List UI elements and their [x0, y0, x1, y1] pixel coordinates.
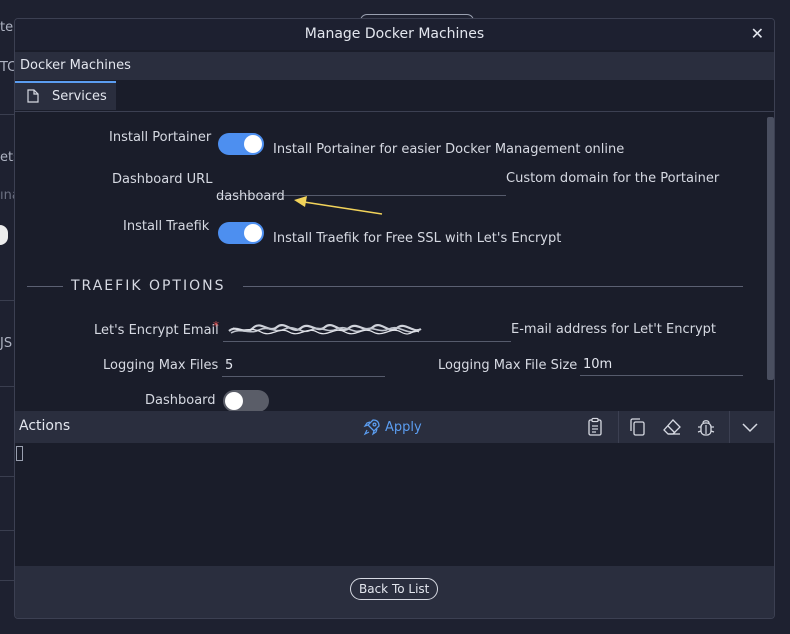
background-divider [0, 386, 14, 387]
back-to-list-button[interactable]: Back To List [350, 578, 439, 600]
toolbar-separator [618, 411, 619, 443]
background-text: te [0, 20, 14, 35]
background-divider [0, 114, 14, 115]
close-icon[interactable]: ✕ [750, 24, 764, 43]
install-traefik-label: Install Traefik [123, 219, 210, 234]
actions-output[interactable] [15, 443, 774, 566]
logging-max-files-label: Logging Max Files [103, 358, 219, 373]
annotation-arrow-icon [294, 196, 383, 215]
dashboard-toggle[interactable] [223, 390, 269, 412]
background-toggle [0, 225, 8, 245]
section-divider-right [243, 286, 743, 287]
tab-label: Services [52, 89, 107, 104]
install-traefik-help: Install Traefik for Free SSL with Let's … [273, 231, 562, 246]
eraser-icon[interactable] [662, 417, 684, 437]
background-divider [0, 580, 14, 581]
redacted-scribble-icon [228, 324, 422, 335]
required-mark: * [213, 319, 219, 333]
dashboard-url-help: Custom domain for the Portainer [506, 171, 720, 186]
section-divider-left [27, 286, 63, 287]
dialog-header: Manage Docker Machines ✕ [15, 19, 774, 50]
install-portainer-label: Install Portainer [109, 130, 212, 145]
clipboard-icon[interactable] [585, 417, 607, 437]
dashboard-url-input[interactable] [218, 176, 506, 196]
logging-max-file-size-label: Logging Max File Size [438, 358, 578, 373]
copy-icon[interactable] [627, 417, 649, 437]
logging-max-file-size-input[interactable] [580, 354, 743, 376]
file-icon [27, 89, 39, 103]
background-divider [0, 476, 14, 477]
logging-max-files-input[interactable] [222, 355, 385, 377]
dialog-title: Manage Docker Machines [304, 26, 485, 42]
install-portainer-toggle[interactable] [218, 133, 264, 155]
dashboard-url-label: Dashboard URL [112, 172, 213, 187]
install-traefik-toggle[interactable] [218, 222, 264, 244]
form-scrollbar[interactable] [767, 117, 774, 380]
toolbar-separator [729, 411, 730, 443]
bug-icon[interactable] [696, 417, 718, 437]
dialog-footer: Back To List [15, 566, 774, 618]
install-portainer-help: Install Portainer for easier Docker Mana… [273, 142, 625, 157]
background-text: TC [0, 60, 17, 75]
letsencrypt-email-label: Let's Encrypt Email [94, 323, 219, 338]
apply-button[interactable]: Apply [363, 417, 422, 437]
background-pill [360, 14, 474, 21]
manage-docker-machines-dialog: Manage Docker Machines ✕ Docker Machines… [14, 18, 775, 619]
text-cursor [16, 446, 23, 461]
services-form: Install Portainer Install Portainer for … [15, 112, 774, 410]
tab-services[interactable]: Services [15, 81, 116, 110]
chevron-down-icon[interactable] [740, 417, 762, 437]
actions-title: Actions [19, 418, 71, 434]
letsencrypt-email-help: E-mail address for Let't Encrypt [511, 322, 717, 337]
letsencrypt-email-input[interactable] [223, 320, 511, 342]
tab-bar: Services [15, 80, 774, 112]
section-header: Docker Machines [15, 52, 774, 80]
rocket-icon [363, 419, 380, 436]
background-text: JS [0, 336, 13, 351]
dashboard-label: Dashboard [145, 393, 216, 408]
dashboard-url-help-cont: dashboard [216, 189, 285, 204]
actions-toolbar: Actions Apply [15, 411, 774, 443]
background-divider [0, 300, 14, 301]
traefik-options-heading: TRAEFIK OPTIONS [71, 278, 226, 294]
apply-label: Apply [385, 419, 422, 435]
section-title: Docker Machines [20, 58, 131, 73]
background-divider [0, 530, 14, 531]
